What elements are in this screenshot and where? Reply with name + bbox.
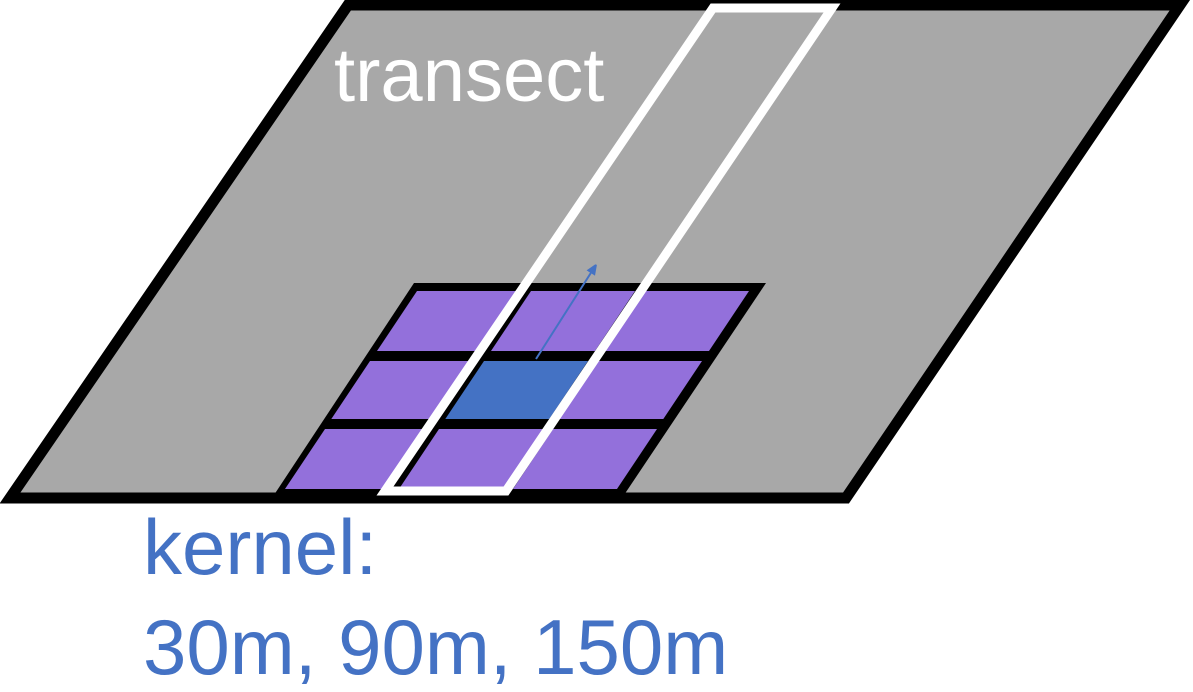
ground-plane	[0, 0, 1191, 504]
kernel-cell	[398, 429, 543, 489]
direction-arrow	[535, 268, 594, 360]
kernel-cell	[559, 361, 702, 419]
kernel-sizes: 30m, 90m, 150m	[143, 603, 729, 691]
kernel-cell	[604, 291, 749, 351]
kernel-title: kernel:	[143, 503, 378, 591]
transect-strip	[376, 3, 841, 496]
kernel-grid	[284, 291, 749, 489]
kernel-center-cell	[445, 361, 588, 419]
kernel-cell	[512, 429, 657, 489]
kernel-cell	[490, 291, 635, 351]
transect-label: transect	[334, 33, 604, 118]
